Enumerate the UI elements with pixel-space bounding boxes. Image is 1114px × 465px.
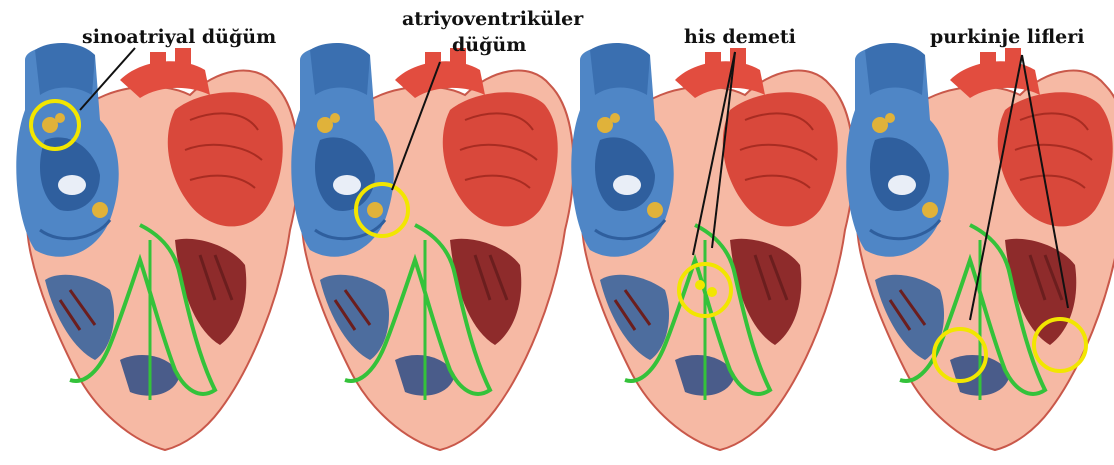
his-bundle-label: his demeti: [684, 26, 796, 48]
panel-his-bundle: [571, 43, 853, 450]
panel-sa-node: [16, 43, 298, 450]
av-node-label-line2: düğüm: [452, 34, 526, 56]
panel-av-node: [291, 43, 573, 450]
sa-node-label: sinoatriyal düğüm: [82, 26, 276, 48]
purkinje-label: purkinje lifleri: [930, 26, 1084, 48]
panel-purkinje: [846, 43, 1114, 450]
av-node-label-line1: atriyoventriküler: [402, 8, 583, 30]
